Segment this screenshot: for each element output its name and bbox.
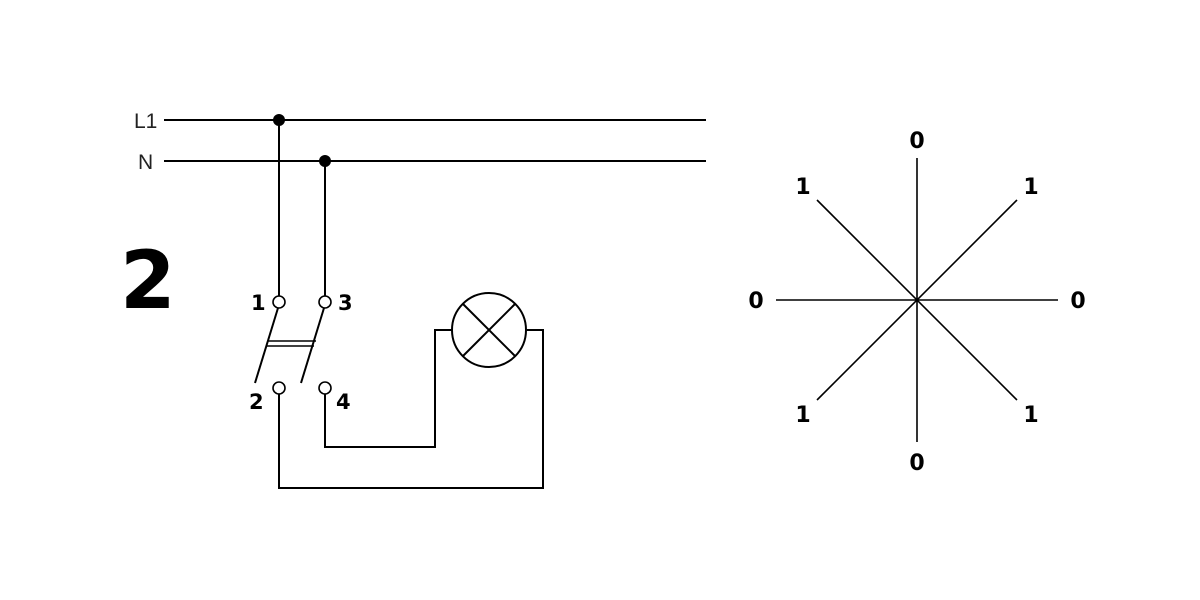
bus-n-label: N bbox=[138, 151, 153, 174]
position-label-top: 0 bbox=[909, 129, 924, 154]
position-label-bottom-left: 1 bbox=[795, 403, 810, 428]
position-label-top-right: 1 bbox=[1023, 175, 1038, 200]
terminal-3-label: 3 bbox=[338, 291, 353, 315]
terminal-1 bbox=[272, 295, 286, 309]
position-label-bottom: 0 bbox=[909, 451, 924, 476]
diagram-number: 2 bbox=[120, 234, 176, 327]
position-label-bottom-right: 1 bbox=[1023, 403, 1038, 428]
wire-terminal-2-to-lamp bbox=[278, 329, 544, 489]
terminal-1-label: 1 bbox=[251, 291, 266, 315]
lamp-icon bbox=[451, 292, 527, 368]
terminal-4-label: 4 bbox=[336, 390, 351, 414]
switch-position-diagram: 0 1 0 1 0 1 0 1 bbox=[748, 129, 1085, 476]
terminal-2-label: 2 bbox=[249, 390, 264, 414]
position-label-left: 0 bbox=[748, 289, 763, 314]
double-pole-switch: 1 3 2 4 bbox=[249, 291, 353, 414]
position-label-right: 0 bbox=[1070, 289, 1085, 314]
position-label-top-left: 1 bbox=[795, 175, 810, 200]
terminal-3 bbox=[318, 295, 332, 309]
bus-lines: L1 N bbox=[134, 110, 706, 174]
terminal-2 bbox=[272, 381, 286, 395]
terminal-4 bbox=[318, 381, 332, 395]
wire-terminal-4-to-lamp bbox=[324, 329, 452, 448]
position-axis-diagonal-b bbox=[816, 199, 1018, 401]
bus-l1-label: L1 bbox=[134, 110, 157, 133]
